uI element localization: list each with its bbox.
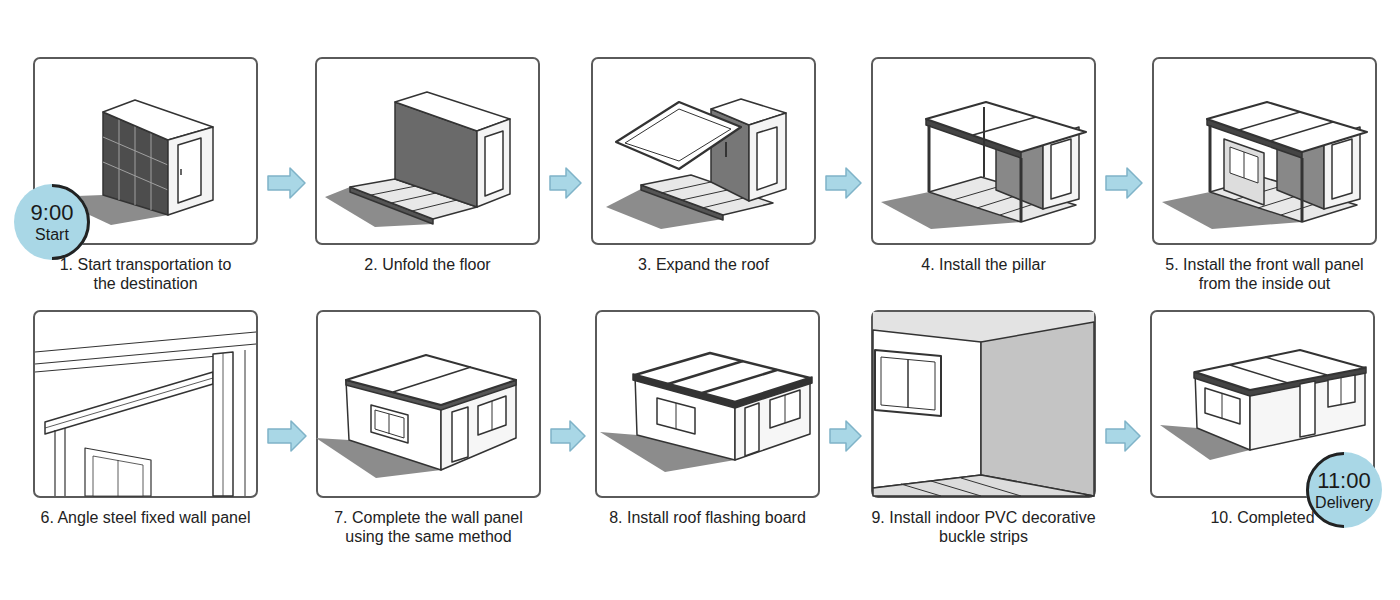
block-arrow bbox=[1106, 421, 1140, 451]
step-caption: 7. Complete the wall panel using the sam… bbox=[326, 508, 531, 546]
step-panel: 7. Complete the wall panel using the sam… bbox=[316, 310, 541, 498]
step-panel: 4. Install the pillar bbox=[871, 57, 1096, 245]
block-arrow bbox=[550, 168, 581, 198]
step-panel: 5. Install the front wall panel from the… bbox=[1152, 57, 1377, 245]
step-panel: 9. Install indoor PVC decorative buckle … bbox=[871, 310, 1096, 498]
step-caption: 3. Expand the roof bbox=[574, 255, 834, 274]
step-panel: 3. Expand the roof bbox=[591, 57, 816, 245]
step-caption: 9. Install indoor PVC decorative buckle … bbox=[856, 508, 1111, 546]
badge-time: 9:00 bbox=[31, 201, 74, 225]
step-panel: 8. Install roof flashing board bbox=[595, 310, 820, 498]
block-arrow bbox=[268, 421, 306, 451]
step-caption: 1. Start transportation to the destinati… bbox=[60, 255, 232, 293]
badge-label: Delivery bbox=[1315, 493, 1373, 512]
block-arrow bbox=[826, 168, 861, 198]
block-arrow bbox=[1106, 168, 1142, 198]
time-badge: 11:00Delivery bbox=[1306, 452, 1382, 528]
step-caption: 8. Install roof flashing board bbox=[578, 508, 838, 527]
step-caption: 6. Angle steel fixed wall panel bbox=[16, 508, 276, 527]
block-arrow bbox=[551, 421, 585, 451]
block-arrow bbox=[268, 168, 305, 198]
step-caption: 2. Unfold the floor bbox=[298, 255, 558, 274]
step-panel: 6. Angle steel fixed wall panel bbox=[33, 310, 258, 498]
badge-time: 11:00 bbox=[1317, 469, 1370, 493]
time-badge: 9:00Start bbox=[14, 184, 90, 260]
step-panel: 2. Unfold the floor bbox=[315, 57, 540, 245]
block-arrow bbox=[830, 421, 861, 451]
badge-label: Start bbox=[35, 225, 69, 244]
step-caption: 5. Install the front wall panel from the… bbox=[1151, 255, 1379, 293]
step-caption: 4. Install the pillar bbox=[854, 255, 1114, 274]
